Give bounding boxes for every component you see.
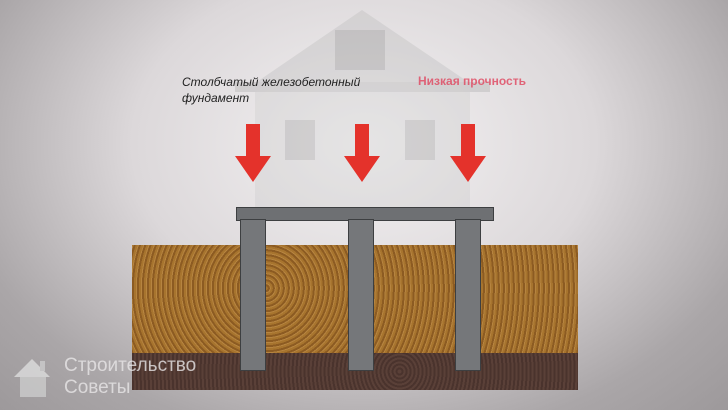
load-arrow-icon <box>235 124 271 182</box>
label-line-2: фундамент <box>182 91 250 105</box>
logo-line-2: Советы <box>64 377 131 398</box>
house-logo-icon <box>14 359 50 397</box>
load-arrow-icon <box>344 124 380 182</box>
low-strength-label: Низкая прочность <box>418 74 526 88</box>
logo: Строительство Советы <box>12 355 196 399</box>
pile <box>240 219 266 371</box>
pile <box>455 219 481 371</box>
load-arrow-icon <box>450 124 486 182</box>
foundation-label: Столбчатый железобетонный фундамент <box>182 74 360 106</box>
pile <box>348 219 374 371</box>
logo-line-1: Строительство <box>64 355 197 376</box>
label-line-1: Столбчатый железобетонный <box>182 75 361 89</box>
